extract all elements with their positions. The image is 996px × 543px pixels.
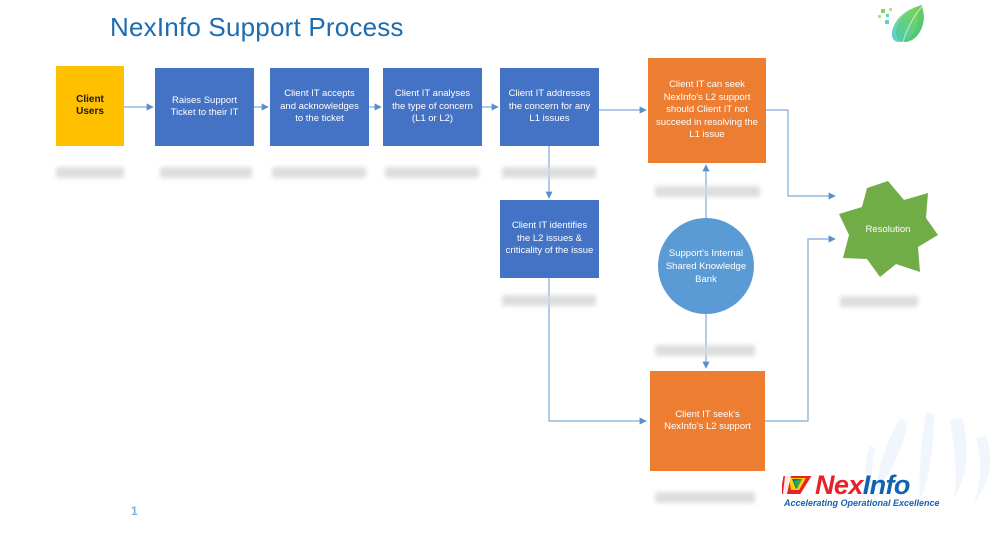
node-client-it-addresses-l1[interactable]: Client IT addresses the concern for any … [500, 68, 599, 146]
page-number: 1 [131, 504, 138, 518]
redacted-label [56, 167, 124, 178]
node-client-users[interactable]: Client Users [56, 66, 124, 146]
swoosh-watermark-icon [830, 408, 996, 528]
node-client-it-identifies-l2[interactable]: Client IT identifies the L2 issues & cri… [500, 200, 599, 278]
logo-tagline: Accelerating Operational Excellence [784, 498, 940, 508]
redacted-label [655, 345, 755, 356]
logo-nex-text: Nex [815, 470, 863, 500]
redacted-label [385, 167, 479, 178]
logo-wordmark: NexInfo [815, 470, 910, 501]
node-support-internal-knowledge-bank[interactable]: Support's Internal Shared Knowledge Bank [658, 218, 754, 314]
redacted-label [272, 167, 366, 178]
node-client-it-seeks-l2-support[interactable]: Client IT seek's NexInfo's L2 support [650, 371, 765, 471]
redacted-label [160, 167, 252, 178]
redacted-label [502, 167, 596, 178]
logo-info-text: Info [862, 470, 911, 500]
redacted-label [502, 295, 596, 306]
node-resolution-star[interactable]: Resolution [838, 180, 938, 278]
node-client-it-can-seek-l2-support[interactable]: Client IT can seek NexInfo's L2 support … [648, 58, 766, 163]
node-client-it-accepts-ticket[interactable]: Client IT accepts and acknowledges to th… [270, 68, 369, 146]
node-raises-support-ticket[interactable]: Raises Support Ticket to their IT [155, 68, 254, 146]
redacted-label [840, 296, 918, 307]
node-client-it-analyses-concern[interactable]: Client IT analyses the type of concern (… [383, 68, 482, 146]
redacted-label [655, 186, 760, 197]
nexinfo-logomark-icon [780, 473, 814, 497]
page-title: NexInfo Support Process [110, 12, 404, 42]
redacted-label [655, 492, 755, 503]
leaf-icon [872, 2, 928, 46]
nexinfo-logo: NexInfo Accelerating Operational Excelle… [780, 470, 947, 514]
